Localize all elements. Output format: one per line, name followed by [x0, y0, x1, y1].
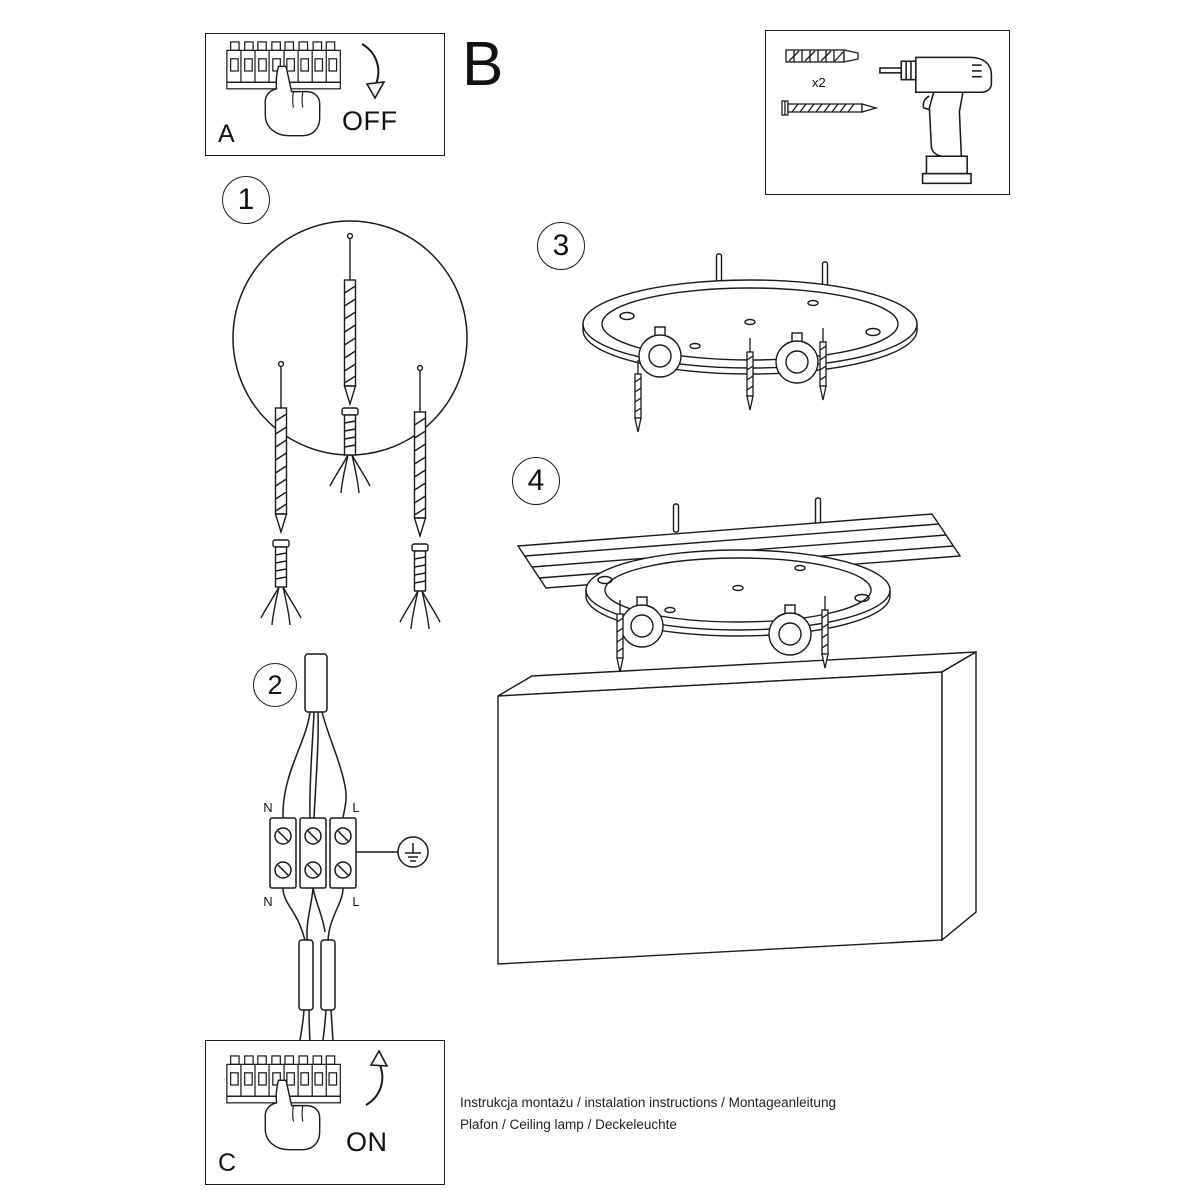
- power-off-panel: OFF A: [205, 33, 445, 156]
- off-label: OFF: [342, 106, 398, 136]
- terminal-label-l-bottom: L: [352, 894, 359, 909]
- wall-plug-icon: [785, 49, 859, 63]
- terminal-label-l-top: L: [352, 800, 359, 815]
- anchors-count-label: x2: [812, 75, 826, 90]
- hand-icon: [264, 1079, 321, 1151]
- cable-sheath: [320, 939, 336, 1011]
- footer-text: Instrukcja montażu / instalation instruc…: [460, 1092, 836, 1136]
- arrow-down-icon: [361, 43, 386, 100]
- step-3-number: 3: [552, 229, 570, 262]
- step4-assembly-drawing: [497, 497, 977, 965]
- screw-icon: [274, 360, 288, 533]
- panel-a-label: A: [218, 120, 235, 148]
- step-1-badge: 1: [222, 176, 270, 224]
- step-2-badge: 2: [253, 663, 297, 707]
- terminal-label-n-top: N: [263, 800, 272, 815]
- cable-sheath: [304, 653, 328, 713]
- wall-anchor-icon: [399, 543, 441, 630]
- hand-icon: [264, 65, 321, 137]
- step-4-badge: 4: [512, 457, 560, 505]
- screw-icon: [634, 359, 642, 433]
- drill-icon: [879, 56, 993, 185]
- terminal-label-n-bottom: N: [263, 894, 272, 909]
- screw-icon: [343, 232, 357, 405]
- lamp-shade-box: [497, 650, 977, 965]
- power-on-panel: ON C: [205, 1040, 445, 1185]
- wiring-diagram: N L N L: [263, 653, 429, 1049]
- mounting-pin-icon: [672, 503, 680, 533]
- screw-icon: [413, 364, 427, 537]
- screw-icon: [781, 100, 879, 116]
- breaker-panel-drawing: [226, 41, 341, 137]
- footer-line-2: Plafon / Ceiling lamp / Deckeleuchte: [460, 1117, 677, 1132]
- wall-anchor-icon: [260, 539, 302, 626]
- arrow-up-icon: [365, 1049, 389, 1106]
- wall-anchor-icon: [329, 407, 371, 494]
- step3-canopy-drawing: [582, 253, 918, 433]
- tools-panel: x2: [765, 30, 1010, 195]
- mounting-pin-icon: [715, 253, 723, 283]
- step-2-number: 2: [267, 669, 283, 700]
- on-label: ON: [346, 1127, 388, 1157]
- step-4-number: 4: [527, 464, 545, 497]
- terminal-block: [269, 817, 357, 889]
- panel-c-label: C: [218, 1149, 237, 1177]
- section-b-label: B: [462, 30, 504, 99]
- cable-sheath: [298, 939, 314, 1011]
- earth-symbol: [397, 836, 429, 868]
- canopy-plate: [585, 549, 891, 637]
- footer-line-1: Instrukcja montażu / instalation instruc…: [460, 1095, 836, 1110]
- breaker-panel-drawing: [226, 1055, 341, 1151]
- step1-anchor-drawing: [232, 220, 468, 630]
- step-1-number: 1: [237, 183, 255, 216]
- mounting-pin-icon: [814, 497, 822, 527]
- step-3-badge: 3: [537, 222, 585, 270]
